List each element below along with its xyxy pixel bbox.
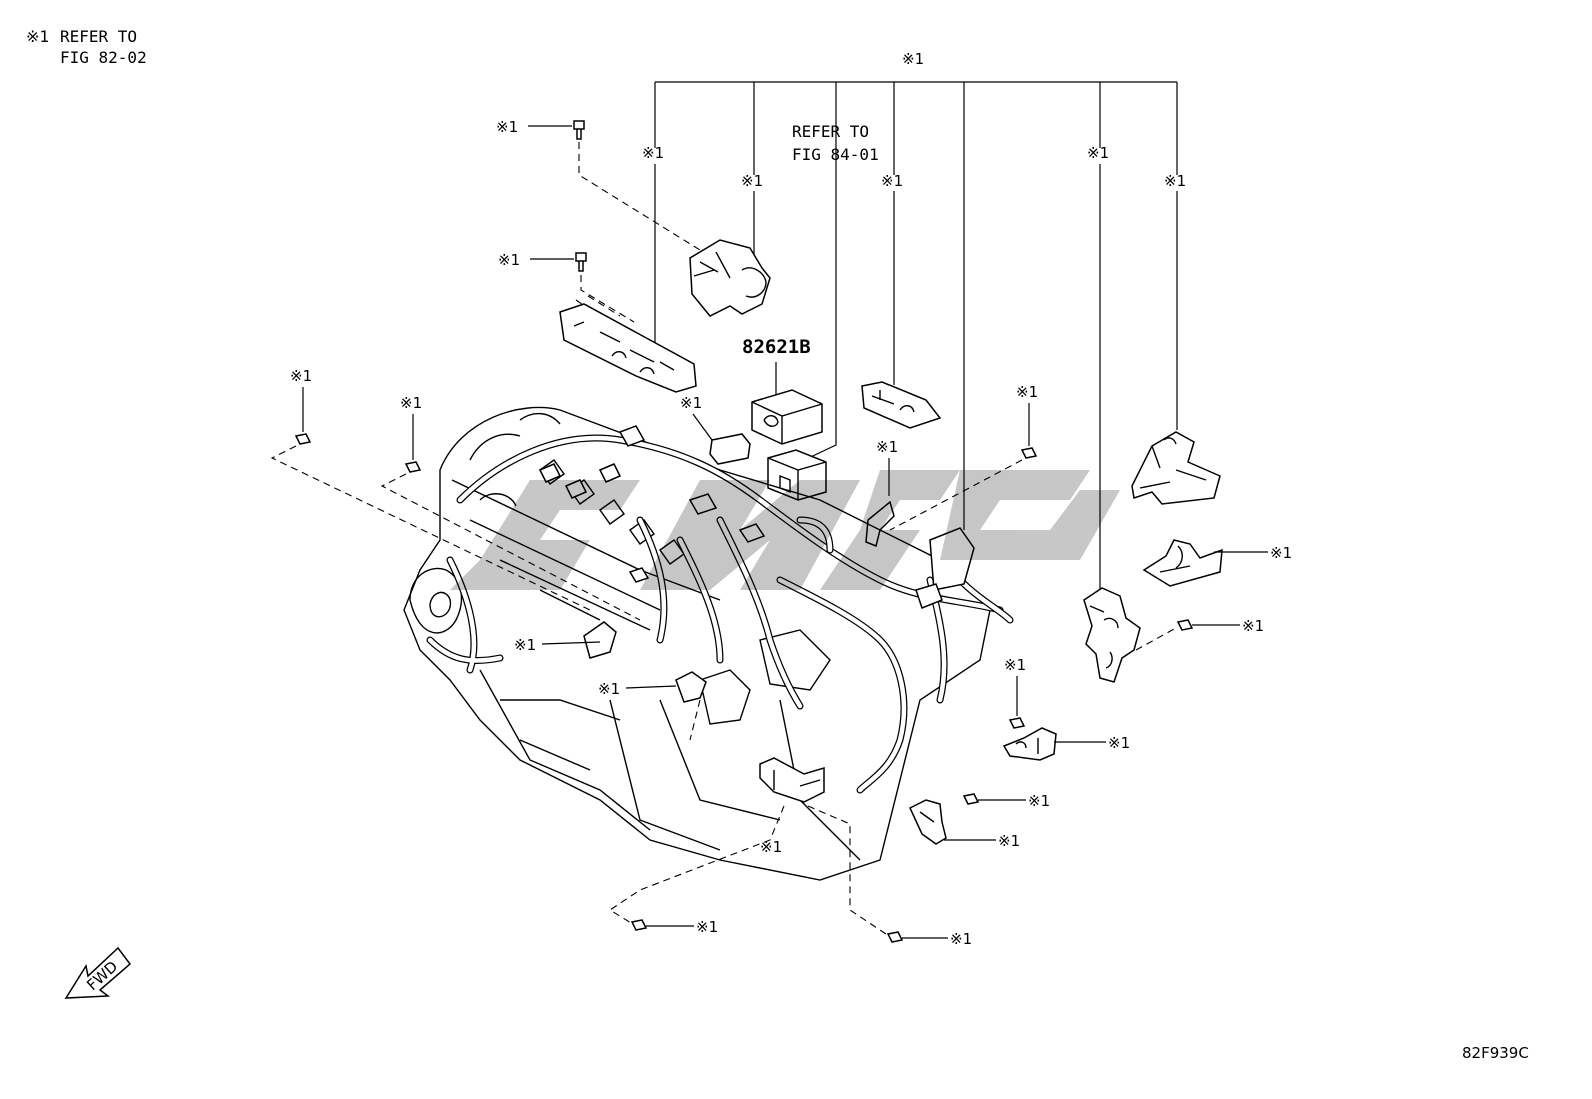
harness-plugs <box>538 425 646 499</box>
figure-code: 82F939C <box>1462 1044 1529 1062</box>
right-sensor-bolt-icon <box>1176 619 1194 631</box>
right-sensor-label: ※1 <box>1242 617 1264 635</box>
reference-fig-84: REFER TO FIG 84-01 <box>792 122 879 164</box>
bolt-2-icon <box>575 252 587 272</box>
bracket-mark-label: ※1 <box>902 50 924 68</box>
bolt-1-label: ※1 <box>496 118 518 136</box>
right-lower-clip: ※1 ※1 <box>909 792 1050 850</box>
right-bracket-mid: ※1 <box>1142 539 1292 587</box>
bolt-1-icon <box>573 120 585 140</box>
bolt-l2-icon <box>404 461 422 473</box>
mark-label-d: ※1 <box>1087 144 1109 162</box>
bottom-bracket-label: ※1 <box>760 838 782 856</box>
callout-center-clip: ※1 <box>598 671 707 741</box>
bottom-bolt-right-label: ※1 <box>950 930 972 948</box>
lr-bracket-bolt-icon <box>1008 717 1026 729</box>
upper-bolt-2: ※1 <box>498 251 635 323</box>
mark-label-c: ※1 <box>881 172 903 190</box>
right-lower-bolt-label: ※1 <box>1028 792 1050 810</box>
refer-line-2: FIG 84-01 <box>792 145 879 164</box>
note-mark: ※1 <box>26 27 49 46</box>
clip-label: ※1 <box>876 438 898 456</box>
mark-label-a: ※1 <box>642 144 664 162</box>
harness-connector-large <box>929 527 975 591</box>
long-bracket <box>559 303 697 393</box>
mark-label-e: ※1 <box>1164 172 1186 190</box>
right-lower-bolt-icon <box>962 793 980 805</box>
bolt-l1-label: ※1 <box>290 367 312 385</box>
lr-bracket-label: ※1 <box>1108 734 1130 752</box>
bolt-left-2: ※1 <box>380 394 641 621</box>
lower-right-bracket: ※1 ※1 <box>1002 656 1130 761</box>
harness-connector-small <box>915 583 943 609</box>
bolt-l1-icon <box>294 433 312 445</box>
right-sensor: ※1 <box>1083 587 1264 683</box>
reference-note: ※1 REFER TO FIG 82-02 <box>26 27 147 67</box>
bottom-bolt-left: ※1 <box>630 918 718 936</box>
note-line-1: REFER TO <box>60 27 137 46</box>
right-bracket-top <box>1131 431 1221 505</box>
bottom-bolt-left-icon <box>630 919 648 931</box>
lr-bracket-bolt-label: ※1 <box>1004 656 1026 674</box>
callout-left-clip: ※1 <box>514 621 617 659</box>
relay-box <box>767 449 827 501</box>
fwd-arrow-icon: FWD <box>64 946 132 999</box>
right-lower-clip-label: ※1 <box>998 832 1020 850</box>
mark-label-b: ※1 <box>741 172 763 190</box>
watermark-logo <box>450 470 1120 590</box>
bottom-bolt-right: ※1 <box>886 930 972 948</box>
bottom-bracket: ※1 <box>608 757 887 935</box>
sensor-bracket <box>861 381 942 429</box>
bolt-left-1: ※1 <box>270 367 591 611</box>
harness-plugs-2 <box>628 493 766 583</box>
small-connector-label: ※1 <box>680 394 702 412</box>
wire-harness <box>426 425 1014 794</box>
bottom-bolt-right-icon <box>886 931 904 943</box>
center-clip-label: ※1 <box>598 680 620 698</box>
part-number-label: 82621B <box>742 336 811 358</box>
right-bracket-mid-label: ※1 <box>1270 544 1292 562</box>
note-line-2: FIG 82-02 <box>60 48 147 67</box>
top-callout-bracket: ※1 ※1 ※1 ※1 ※1 ※1 <box>642 50 1186 600</box>
small-connector: ※1 <box>680 394 751 465</box>
connector-bracket-top <box>689 239 771 317</box>
bolt-ru-label: ※1 <box>1016 383 1038 401</box>
bottom-bolt-left-label: ※1 <box>696 918 718 936</box>
relay-82621b: 82621B <box>742 336 823 445</box>
refer-line-1: REFER TO <box>792 122 869 141</box>
bolt-l2-label: ※1 <box>400 394 422 412</box>
bolt-2-label: ※1 <box>498 251 520 269</box>
bolt-right-upper: ※1 <box>889 383 1038 531</box>
left-clip-label: ※1 <box>514 636 536 654</box>
upper-bolt-1: ※1 <box>496 118 701 251</box>
